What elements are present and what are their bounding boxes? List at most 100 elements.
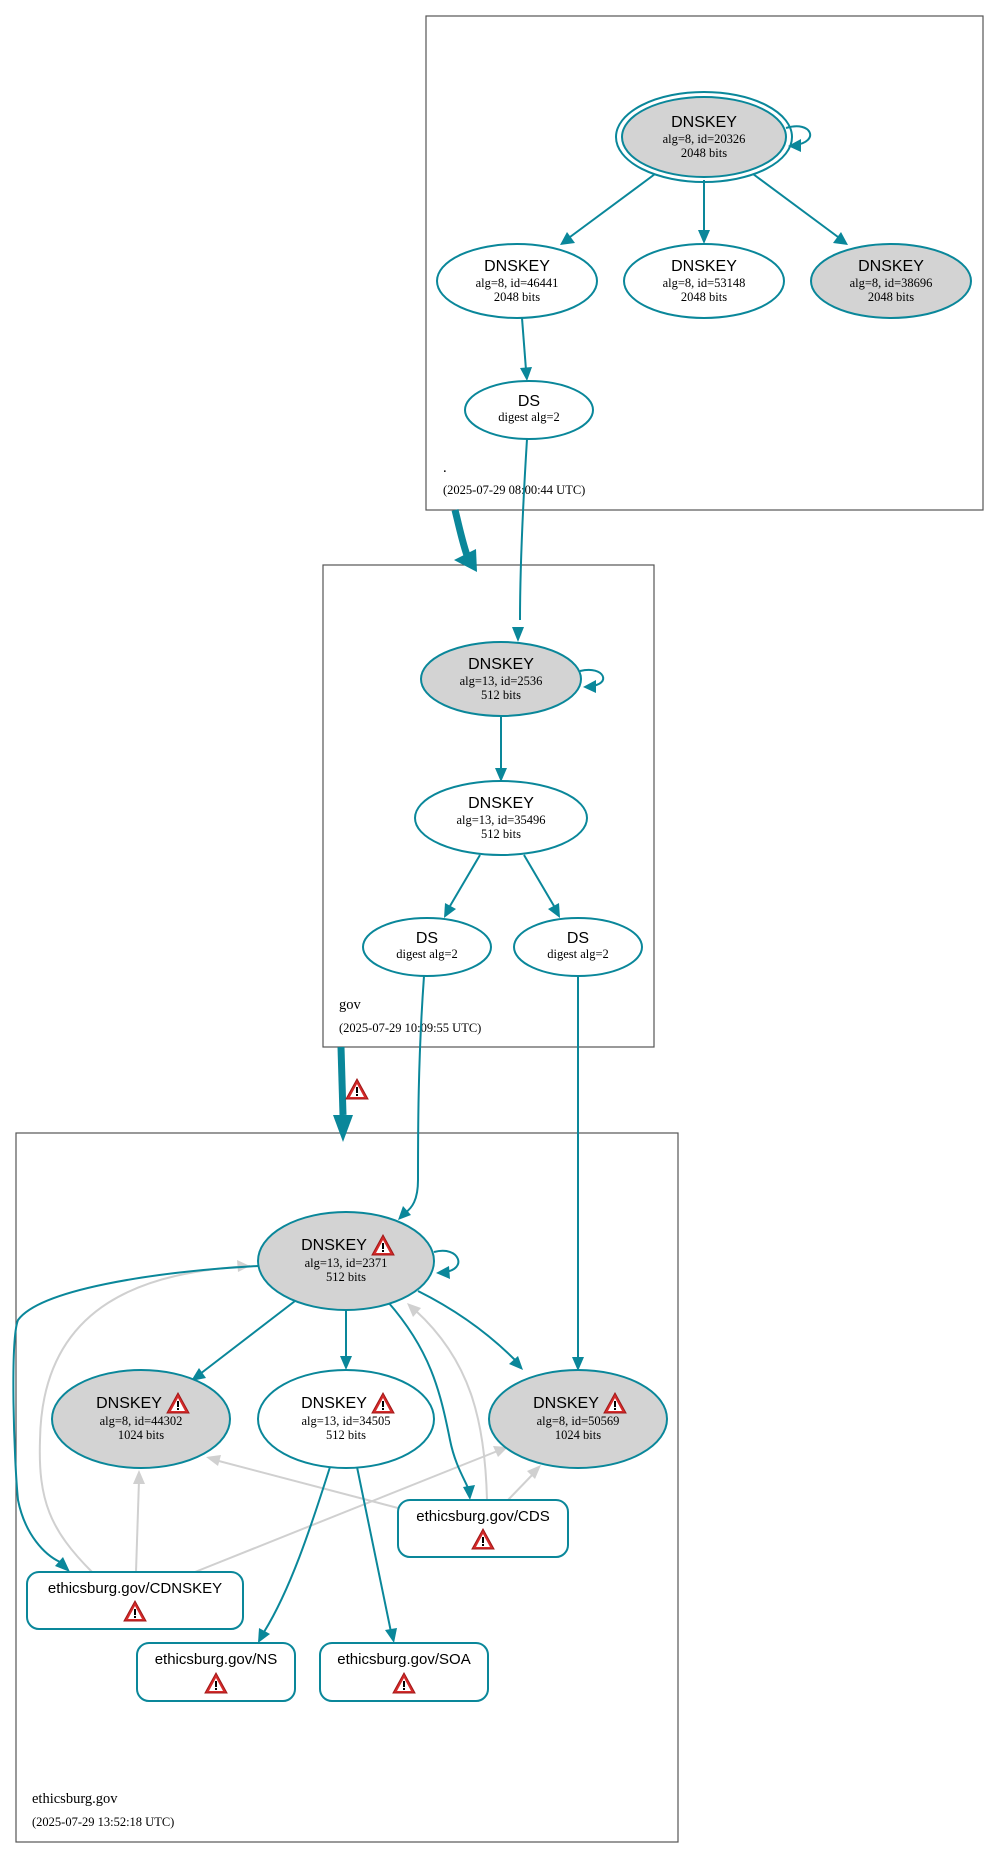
node-gov-ds-1[interactable]: DS digest alg=2 bbox=[362, 917, 492, 977]
node-key-info: alg=8, id=46441 bbox=[476, 276, 559, 290]
node-key-info: alg=13, id=34505 bbox=[301, 1414, 390, 1428]
zone-name-gov: gov bbox=[339, 997, 362, 1013]
arrowhead bbox=[698, 230, 710, 244]
node-root-dnskey-53148[interactable]: DNSKEY alg=8, id=53148 2048 bits bbox=[623, 243, 785, 319]
node-ethicsburg-ksk[interactable]: DNSKEY alg=13, id=2371 512 bits bbox=[257, 1211, 435, 1311]
arrowhead bbox=[407, 1303, 421, 1317]
edge-rootksk-38696 bbox=[752, 173, 839, 238]
arrowhead bbox=[385, 1628, 397, 1643]
rrset-cds[interactable]: ethicsburg.gov/CDS bbox=[397, 1499, 569, 1558]
node-key-info: alg=13, id=35496 bbox=[456, 813, 545, 827]
node-key-size: 2048 bits bbox=[681, 146, 727, 160]
edge-ethksk-50569 bbox=[417, 1290, 516, 1361]
node-title: DNSKEY bbox=[671, 114, 737, 131]
gray-edges bbox=[38, 1260, 541, 1573]
arrowhead bbox=[398, 1206, 411, 1220]
node-title: DNSKEY bbox=[468, 656, 534, 673]
rrset-ns[interactable]: ethicsburg.gov/NS bbox=[136, 1642, 296, 1702]
node-key-size: 2048 bits bbox=[681, 290, 727, 304]
arrowhead bbox=[548, 903, 560, 918]
arrowhead bbox=[206, 1455, 221, 1466]
node-key-info: alg=8, id=20326 bbox=[663, 132, 746, 146]
arrowhead bbox=[572, 1357, 584, 1371]
arrowhead bbox=[340, 1356, 352, 1370]
rrset-label: ethicsburg.gov/CDNSKEY bbox=[48, 1580, 222, 1597]
node-shape bbox=[362, 917, 492, 977]
node-key-size: 512 bits bbox=[481, 827, 521, 841]
node-title: DNSKEY bbox=[301, 1237, 367, 1254]
node-digest-info: digest alg=2 bbox=[547, 947, 609, 961]
edge-cds-to-44302 bbox=[214, 1459, 399, 1509]
node-shape bbox=[464, 380, 594, 440]
node-digest-info: digest alg=2 bbox=[498, 410, 560, 424]
rrset-soa[interactable]: ethicsburg.gov/SOA bbox=[319, 1642, 489, 1702]
node-title: DS bbox=[567, 930, 589, 947]
rrset-label: ethicsburg.gov/CDS bbox=[416, 1508, 549, 1525]
edge-ethksk-self bbox=[433, 1249, 460, 1273]
edge-cds-to-50569 bbox=[507, 1471, 536, 1501]
arrowhead bbox=[788, 139, 801, 152]
node-key-info: alg=8, id=44302 bbox=[100, 1414, 183, 1428]
arrowhead bbox=[833, 232, 848, 245]
node-title: DNSKEY bbox=[468, 795, 534, 812]
node-title: DNSKEY bbox=[301, 1395, 367, 1412]
node-ethicsburg-dnskey-34505[interactable]: DNSKEY alg=13, id=34505 512 bits bbox=[257, 1369, 435, 1469]
arrowhead bbox=[512, 627, 524, 642]
warning-icon-delegation-gov-ethicsburg[interactable] bbox=[345, 1078, 369, 1100]
zone-timestamp-gov: (2025-07-29 10:09:55 UTC) bbox=[339, 1021, 481, 1035]
rrset-label: ethicsburg.gov/NS bbox=[155, 1651, 278, 1668]
zone-name-ethicsburg: ethicsburg.gov bbox=[32, 1791, 118, 1807]
arrowhead bbox=[444, 903, 456, 918]
node-shape bbox=[488, 1369, 668, 1469]
node-title: DNSKEY bbox=[484, 258, 550, 275]
node-key-info: alg=13, id=2536 bbox=[460, 674, 543, 688]
node-title: DS bbox=[416, 930, 438, 947]
edge-cdnskey-to-50569 bbox=[194, 1449, 501, 1573]
zone-name-root: . bbox=[443, 460, 447, 476]
edge-ethksk-cds bbox=[387, 1301, 469, 1489]
edge-cdnskey-to-ksk bbox=[38, 1265, 251, 1573]
arrowhead bbox=[493, 1446, 508, 1457]
node-root-ksk[interactable]: DNSKEY alg=8, id=20326 2048 bits bbox=[615, 91, 793, 183]
node-root-dnskey-46441[interactable]: DNSKEY alg=8, id=46441 2048 bits bbox=[436, 243, 598, 319]
edge-cds-to-ksk bbox=[414, 1309, 488, 1501]
node-digest-info: digest alg=2 bbox=[396, 947, 458, 961]
node-shape bbox=[257, 1369, 435, 1469]
node-key-info: alg=8, id=38696 bbox=[850, 276, 933, 290]
edge-46441-ds bbox=[521, 317, 527, 371]
arrowhead bbox=[560, 232, 575, 245]
node-title: DNSKEY bbox=[671, 258, 737, 275]
node-shape bbox=[257, 1211, 435, 1311]
node-gov-zsk[interactable]: DNSKEY alg=13, id=35496 512 bits bbox=[414, 780, 588, 856]
node-key-size: 512 bits bbox=[326, 1270, 366, 1284]
node-ethicsburg-dnskey-50569[interactable]: DNSKEY alg=8, id=50569 1024 bits bbox=[488, 1369, 668, 1469]
zone-timestamp-root: (2025-07-29 08:00:44 UTC) bbox=[443, 483, 585, 497]
edge-rootds-govksk bbox=[519, 438, 528, 621]
edge-34505-soa bbox=[356, 1466, 392, 1633]
node-title: DNSKEY bbox=[533, 1395, 599, 1412]
arrowhead bbox=[454, 549, 477, 572]
arrowhead bbox=[436, 1266, 450, 1279]
rrset-cdnskey[interactable]: ethicsburg.gov/CDNSKEY bbox=[26, 1571, 244, 1630]
node-title: DNSKEY bbox=[96, 1395, 162, 1412]
zone-timestamp-ethicsburg: (2025-07-29 13:52:18 UTC) bbox=[32, 1815, 174, 1829]
node-key-size: 512 bits bbox=[326, 1428, 366, 1442]
node-ethicsburg-dnskey-44302[interactable]: DNSKEY alg=8, id=44302 1024 bits bbox=[51, 1369, 231, 1469]
node-key-size: 1024 bits bbox=[118, 1428, 164, 1442]
node-shape bbox=[621, 96, 787, 178]
arrowhead bbox=[258, 1628, 270, 1643]
node-title: DS bbox=[518, 393, 540, 410]
arrowhead bbox=[463, 1485, 475, 1500]
node-root-ds[interactable]: DS digest alg=2 bbox=[464, 380, 594, 440]
edge-govds1-ethksk bbox=[404, 975, 425, 1214]
node-title: DNSKEY bbox=[858, 258, 924, 275]
node-root-dnskey-38696[interactable]: DNSKEY alg=8, id=38696 2048 bits bbox=[810, 243, 972, 319]
node-gov-ksk[interactable]: DNSKEY alg=13, id=2536 512 bits bbox=[420, 641, 582, 717]
node-key-size: 512 bits bbox=[481, 688, 521, 702]
node-gov-ds-2[interactable]: DS digest alg=2 bbox=[513, 917, 643, 977]
arrowhead bbox=[133, 1470, 145, 1484]
node-shape bbox=[420, 641, 582, 717]
arrowhead bbox=[527, 1465, 541, 1479]
node-shape bbox=[810, 243, 972, 319]
teal-edges bbox=[12, 125, 848, 1643]
